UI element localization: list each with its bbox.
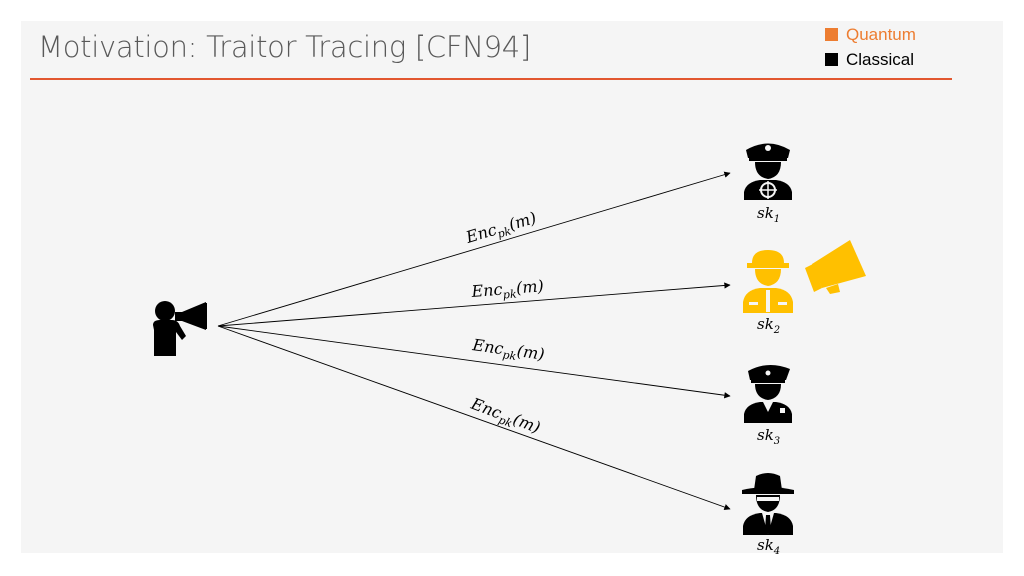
firefighter-icon [743, 250, 793, 313]
edge-label-4: Encpk(m) [467, 394, 543, 440]
legend-label-classical: Classical [846, 50, 915, 69]
arrow-to-receiver-1 [217, 171, 731, 327]
legend-label-quantum: Quantum [846, 25, 916, 44]
police-officer-icon [744, 364, 792, 423]
megaphone-icon [805, 240, 866, 294]
broadcast-arrows [217, 171, 731, 511]
edge-label-3: Encpk(m) [470, 335, 546, 367]
slide-background [21, 21, 1003, 553]
key-label-4: sk4 [757, 536, 780, 557]
arrow-to-receiver-4 [217, 325, 731, 511]
legend-item-quantum: Quantum [825, 22, 916, 47]
key-label-3: sk3 [757, 426, 780, 447]
key-label-2: sk2 [757, 315, 780, 336]
legend-swatch-quantum [825, 28, 838, 41]
legend-swatch-classical [825, 53, 838, 66]
broadcaster-icon [153, 301, 207, 356]
edge-label-2: Encpk(m) [470, 276, 545, 304]
legend-item-classical: Classical [825, 47, 916, 72]
title-underline [30, 78, 952, 80]
spy-icon [742, 473, 794, 535]
key-label-1: sk1 [757, 204, 780, 225]
captain-icon [744, 143, 792, 200]
arrow-to-receiver-3 [217, 325, 731, 399]
slide-title: Motivation: Traitor Tracing [CFN94] [38, 30, 531, 64]
edge-label-1: Encpk(m) [463, 208, 540, 250]
legend: Quantum Classical [825, 22, 916, 72]
arrow-to-receiver-2 [217, 282, 731, 327]
